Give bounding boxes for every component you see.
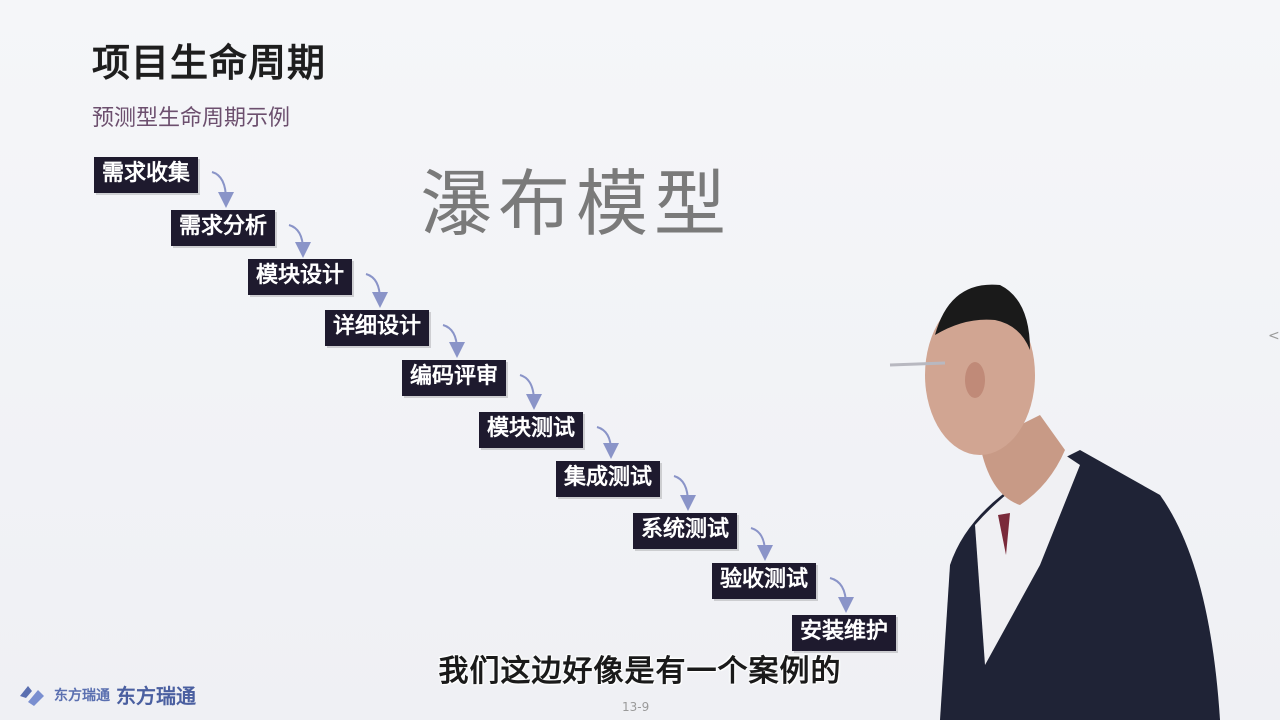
arrow-icon <box>288 224 311 258</box>
arrow-icon <box>211 171 234 208</box>
arrow-icon <box>673 475 696 511</box>
step-integration-test: 集成测试 <box>556 461 661 497</box>
logo-small-text: 东方瑞通 <box>54 687 110 704</box>
step-coding-review: 编码评审 <box>402 360 507 396</box>
arrow-icon <box>750 527 773 561</box>
footer-logo: 东方瑞通 东方瑞通 <box>18 680 196 709</box>
edge-chevron-icon: < <box>1268 328 1280 344</box>
step-module-test: 模块测试 <box>479 412 584 448</box>
page-number: 13-9 <box>622 700 650 714</box>
company-logo-icon <box>20 685 44 706</box>
step-detailed-design: 详细设计 <box>325 310 430 346</box>
step-requirements-analysis: 需求分析 <box>171 210 276 246</box>
presenter-image <box>889 284 1220 720</box>
step-module-design: 模块设计 <box>248 259 353 295</box>
arrow-icon <box>519 374 542 410</box>
arrow-icon <box>365 273 388 308</box>
subtitle-caption: 我们这边好像是有一个案例的 <box>438 654 842 689</box>
step-installation-maintenance: 安装维护 <box>792 615 897 651</box>
step-requirements-collection: 需求收集 <box>94 157 199 193</box>
logo-text: 东方瑞通 <box>116 684 196 708</box>
slide-subtitle: 预测型生命周期示例 <box>92 106 291 131</box>
arrow-icon <box>596 426 619 459</box>
arrow-icon <box>829 577 854 613</box>
step-system-test: 系统测试 <box>633 513 738 549</box>
arrow-icon <box>442 324 465 358</box>
step-acceptance-test: 验收测试 <box>712 563 817 599</box>
slide-title: 项目生命周期 <box>92 41 327 85</box>
model-title: 瀑布模型 <box>420 162 733 246</box>
